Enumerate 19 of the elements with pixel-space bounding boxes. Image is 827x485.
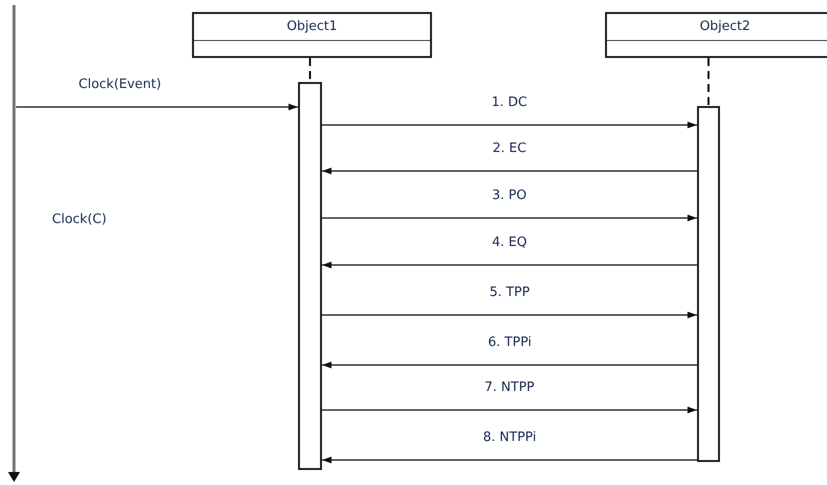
edge-label: Clock(Event) <box>76 77 164 92</box>
message-arrow <box>322 362 697 368</box>
message-arrow <box>322 214 697 222</box>
message-arrow <box>322 168 697 174</box>
message-arrow <box>322 262 697 268</box>
message-arrow <box>16 104 298 110</box>
object-name: Object1 <box>194 14 430 41</box>
message-arrow <box>322 456 697 464</box>
message-arrow <box>322 406 697 414</box>
object-name: Object2 <box>607 14 827 41</box>
lifeline <box>309 58 311 82</box>
edge-label: 4. EQ <box>490 235 529 250</box>
activation-bar <box>298 82 322 470</box>
object-box <box>192 12 432 58</box>
lifeline <box>708 58 710 106</box>
object-box <box>605 12 827 58</box>
activation-bar <box>697 106 720 462</box>
message-arrow <box>322 122 697 128</box>
message-arrow <box>322 312 697 318</box>
